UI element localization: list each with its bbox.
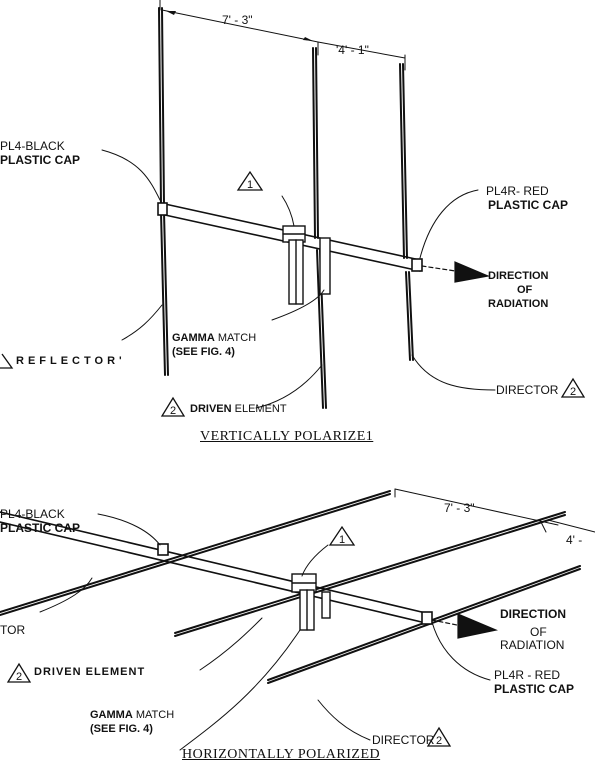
bottom-reflector-element — [0, 490, 391, 616]
bottom-reflector-label: TOR — [0, 623, 26, 637]
bottom-note-1-text: 1 — [339, 534, 345, 546]
top-director-element — [399, 63, 414, 361]
top-gamma-word: GAMMA — [172, 332, 215, 344]
top-note-2-director-text: 2 — [570, 386, 576, 398]
top-red-cap-label-2: PLASTIC CAP — [488, 198, 569, 212]
bottom-dimension-lines — [394, 488, 595, 533]
top-element-word: ELEMENT — [234, 403, 287, 415]
top-caption: VERTICALLY POLARIZE1 — [200, 429, 374, 444]
bottom-direction-label-2: OF — [530, 625, 547, 639]
top-driven-word: DRIVEN — [190, 403, 232, 415]
top-note-1-text: 1 — [247, 179, 253, 191]
top-driven-element — [312, 47, 327, 409]
top-note-2-director-icon: 2 — [560, 377, 586, 404]
bottom-leader-lines — [39, 513, 491, 751]
bottom-direction-arrow — [431, 613, 499, 639]
bottom-driven-element — [174, 511, 566, 637]
top-note-1-icon: 1 — [236, 170, 264, 197]
top-black-cap-label-1: PL4-BLACK — [0, 139, 65, 153]
top-gamma-match-label-1: GAMMA MATCH — [172, 333, 256, 344]
top-dimension-driven-director: '4' - 1" — [336, 43, 369, 57]
bottom-gamma-match-label-2: (SEE FIG. 4) — [90, 723, 153, 735]
bottom-note-1-icon: 1 — [328, 525, 356, 552]
bottom-red-cap-label-1: PL4R - RED — [494, 668, 561, 682]
bottom-gamma-match-label-1: GAMMA MATCH — [90, 710, 174, 721]
bottom-black-cap-label-2: PLASTIC CAP — [0, 521, 81, 535]
bottom-mast-clamp — [291, 573, 331, 631]
top-leader-lines — [101, 149, 496, 409]
top-note-reflector-icon — [0, 350, 14, 375]
bottom-note-2-driven-icon: 2 — [6, 662, 32, 689]
bottom-note-2-driven-text: 2 — [16, 671, 22, 683]
top-note-2-driven-text: 2 — [170, 405, 176, 417]
bottom-note-2-director-text: 2 — [436, 735, 442, 747]
top-direction-arrow — [421, 261, 491, 283]
top-director-label: DIRECTOR — [496, 383, 559, 397]
bottom-caption: HORIZONTALLY POLARIZED — [182, 747, 381, 762]
bottom-direction-label-3: RADIATION — [500, 638, 565, 652]
top-red-cap-label-1: PL4R- RED — [486, 184, 549, 198]
top-mast-clamp — [282, 225, 331, 305]
top-gamma-match-label-2: (SEE FIG. 4) — [172, 346, 235, 358]
bottom-direction-label-1: DIRECTION — [500, 607, 566, 621]
top-match-word: MATCH — [217, 332, 257, 344]
top-dimension-reflector-driven: 7' - 3" — [222, 13, 253, 27]
bottom-match-word: MATCH — [135, 709, 175, 721]
bottom-dimension-driven-director: 4' - — [566, 533, 583, 547]
top-direction-label-2: OF — [517, 284, 533, 296]
bottom-driven-element-label: DRIVEN ELEMENT — [34, 666, 146, 678]
bottom-gamma-word: GAMMA — [90, 709, 133, 721]
top-reflector-element — [158, 7, 169, 376]
bottom-boom — [0, 511, 433, 625]
bottom-note-2-director-icon: 2 — [426, 726, 452, 753]
top-driven-element-label: DRIVEN ELEMENT — [190, 404, 287, 415]
top-black-cap-label-2: PLASTIC CAP — [0, 153, 81, 167]
bottom-black-cap-label-1: PL4-BLACK — [0, 507, 65, 521]
bottom-dimension-reflector-driven: 7' - 3" — [444, 501, 475, 515]
top-dimension-lines — [159, 0, 406, 71]
top-direction-label-3: RADIATION — [488, 298, 549, 310]
top-direction-label-1: DIRECTION — [488, 270, 549, 282]
bottom-director-label: DIRECTOR — [372, 733, 435, 747]
bottom-red-cap-label-2: PLASTIC CAP — [494, 682, 575, 696]
top-reflector-label: REFLECTOR' — [16, 355, 126, 367]
top-note-2-driven-icon: 2 — [160, 396, 186, 423]
